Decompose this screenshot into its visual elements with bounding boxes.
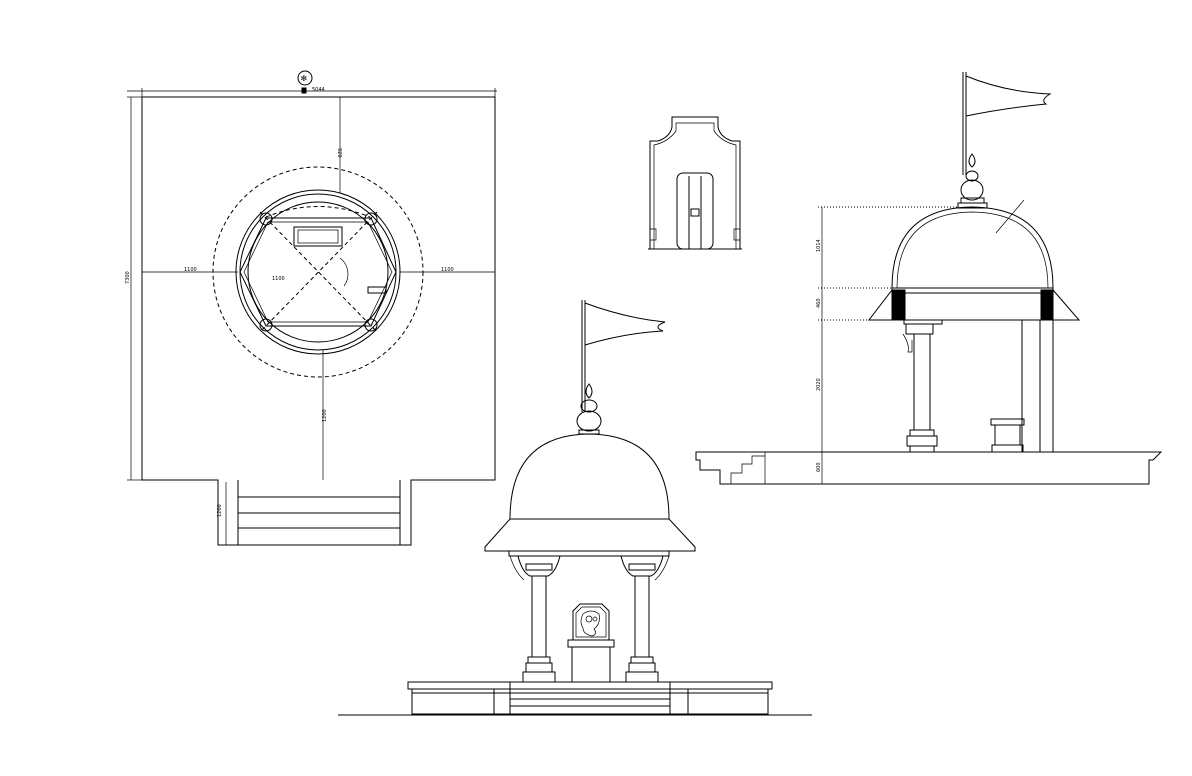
shrine-niche-detail (648, 116, 742, 250)
dim-step-depth: 1200 (217, 504, 223, 517)
front-left-column (517, 555, 561, 683)
dim-lower-depth: 1200 (322, 409, 328, 422)
dim-column-height: 2020 (816, 378, 822, 391)
plan-steps (237, 480, 401, 545)
front-canopy (484, 518, 696, 552)
front-right-column (620, 555, 664, 683)
dim-right-offset: 1100 (441, 267, 454, 273)
side-dimension-lines (818, 206, 958, 485)
kalash-finial-icon (957, 153, 988, 209)
dim-left-offset: 1100 (184, 267, 197, 273)
dim-dome-height: 1014 (816, 239, 822, 252)
dim-chhajja-height: 460 (816, 298, 822, 308)
side-elevation: 1014 460 2020 600 (695, 72, 1163, 485)
plan-platform-outline (141, 96, 496, 546)
side-dome (891, 206, 1054, 289)
side-left-column (902, 323, 938, 453)
flag-icon (962, 72, 1052, 175)
svg-text:✻: ✻ (301, 74, 308, 83)
plan-view: ✻ 5044 920 1100 1100 1100 7300 1200 1200 (125, 70, 497, 546)
plan-dimension-lines (127, 87, 497, 545)
dim-overall-depth: 7300 (125, 271, 131, 284)
flag-icon (581, 300, 666, 412)
pavilion-plan (212, 166, 424, 378)
dim-front-depth: 920 (336, 148, 342, 158)
north-arrow-icon: ✻ (297, 70, 313, 86)
dim-plinth-height: 600 (816, 462, 822, 472)
kalash-finial-icon (576, 383, 602, 435)
side-right-column (1021, 320, 1054, 452)
dim-inner-radius: 1100 (272, 276, 285, 282)
ganesha-idol-icon (572, 603, 610, 641)
front-dome (509, 433, 670, 520)
side-pedestal (990, 418, 1025, 453)
front-plinth (338, 681, 812, 716)
side-plinth (695, 451, 1163, 485)
front-elevation (338, 300, 812, 716)
dim-top-width: 5044 (312, 87, 325, 93)
